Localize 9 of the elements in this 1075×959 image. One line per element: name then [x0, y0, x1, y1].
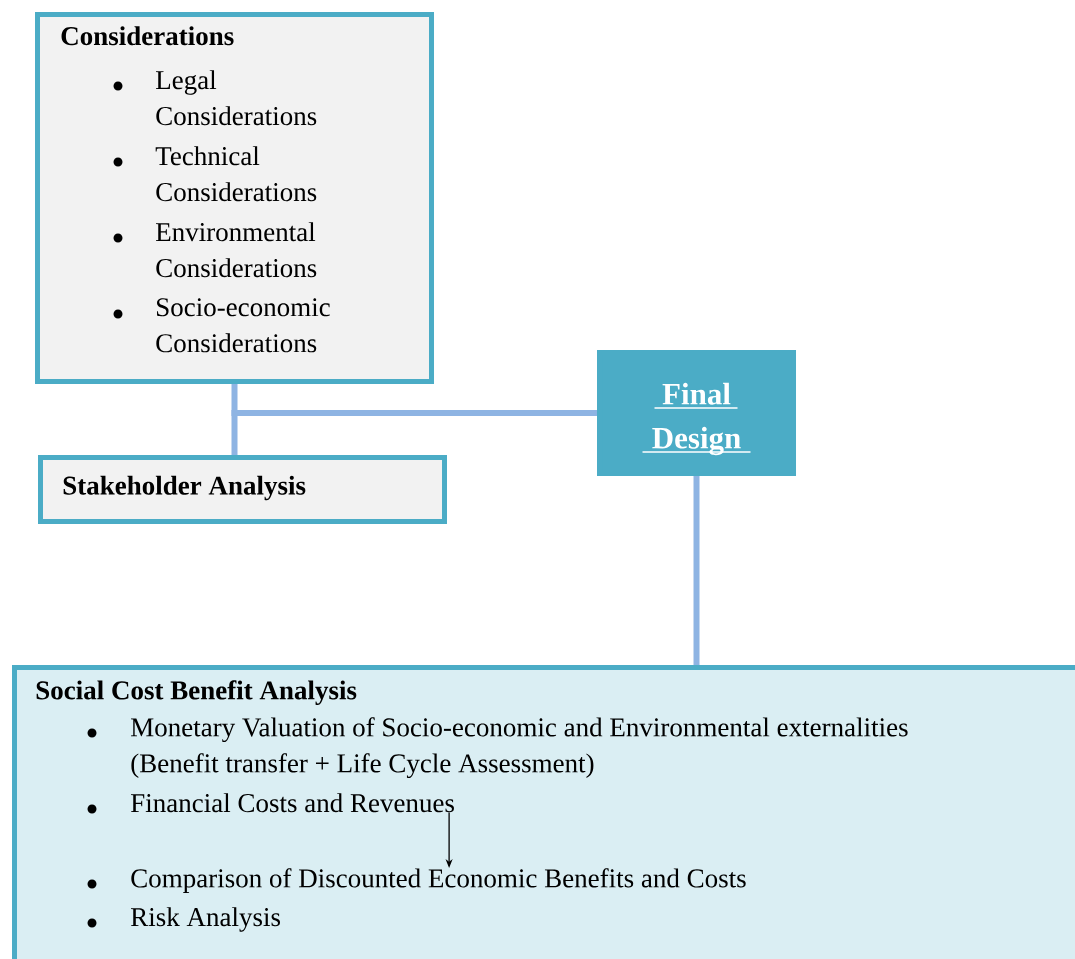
- bullet-item: Monetary Valuation of Socio-economic and Environmental externalities (Benefit transfer + Life Cycle Assessment): [87, 717, 908, 779]
- considerations-box: Considerations Legal Considerations Technical Considerations Environmental Considerations Socio-economic Considerations: [35, 12, 434, 384]
- bullet-item: Comparison of Discounted Economic Benefits and Costs: [87, 868, 746, 893]
- bullet-item: Risk Analysis: [87, 907, 280, 932]
- node-label: Financial Costs and Revenues: [130, 793, 454, 813]
- final-design-box: Final Design: [597, 350, 796, 476]
- node-label: Risk Analysis: [130, 907, 280, 932]
- bullet-item: Financial Costs and Revenues: [87, 793, 454, 814]
- stakeholder-box: Stakeholder Analysis: [38, 455, 447, 524]
